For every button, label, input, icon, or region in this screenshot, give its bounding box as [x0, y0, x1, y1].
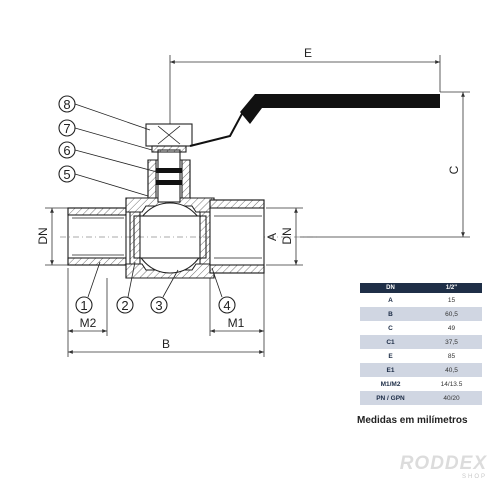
- spec-row-a: A 15: [388, 296, 456, 304]
- spec-row-c1: C1 37,5: [360, 335, 482, 349]
- svg-text:1: 1: [80, 298, 87, 313]
- dimension-m2: M2: [67, 268, 108, 336]
- svg-text:4: 4: [223, 298, 230, 313]
- svg-text:8: 8: [63, 97, 70, 112]
- dimension-dn-left: DN: [36, 207, 68, 266]
- callout-8: 8: [58, 95, 151, 131]
- dimension-e: E: [169, 46, 441, 140]
- callout-2: 2: [116, 261, 136, 314]
- svg-text:2: 2: [121, 298, 128, 313]
- callout-3: 3: [150, 269, 179, 314]
- spec-row-e1: E1 40,5: [360, 363, 482, 377]
- spec-row-c: C 49: [388, 324, 456, 332]
- spec-row-e: E 85: [388, 352, 456, 360]
- dimension-dn-right-label: DN: [280, 227, 294, 244]
- spec-row-b: B 60,5: [360, 307, 482, 321]
- callout-7: 7: [58, 119, 153, 151]
- svg-text:3: 3: [155, 298, 162, 313]
- dimension-c: C: [300, 91, 470, 238]
- svg-text:5: 5: [63, 167, 70, 182]
- dimension-e-label: E: [304, 46, 312, 60]
- brand-logo: RODDEX SHOP: [382, 454, 487, 481]
- spec-table-header: DN 1/2": [360, 283, 482, 293]
- dimension-m1-label: M1: [228, 316, 245, 330]
- spec-header-label: DN: [360, 283, 421, 293]
- dimension-b: B: [67, 336, 265, 357]
- dimension-dn-left-label: DN: [36, 227, 50, 244]
- valve-body: [60, 123, 320, 279]
- callout-5: 5: [58, 165, 149, 197]
- units-note: Medidas em milímetros: [357, 415, 468, 426]
- callout-4: 4: [211, 267, 236, 314]
- dimension-c-label: C: [447, 165, 461, 174]
- dimension-m2-label: M2: [80, 316, 97, 330]
- valve-handle: [189, 94, 440, 147]
- dimension-b-label: B: [162, 337, 170, 351]
- callout-1: 1: [75, 261, 101, 314]
- spec-row-pn-gpn: PN / GPN 40/20: [360, 391, 482, 405]
- brand-sub: SHOP: [461, 474, 487, 480]
- svg-text:7: 7: [63, 121, 70, 136]
- dimension-dn-right: DN: [266, 207, 303, 266]
- svg-text:6: 6: [63, 143, 70, 158]
- spec-row-m1-m2: M1/M2 14/13.5: [380, 380, 463, 388]
- spec-header-value: 1/2": [421, 283, 482, 293]
- brand-name: RODDEX: [399, 453, 487, 474]
- dimension-m1: M1: [209, 268, 265, 336]
- spec-table: DN 1/2" A 15 B 60,5 C 49 C1 37,5 E 85 E1…: [360, 283, 482, 405]
- callout-6: 6: [58, 141, 158, 173]
